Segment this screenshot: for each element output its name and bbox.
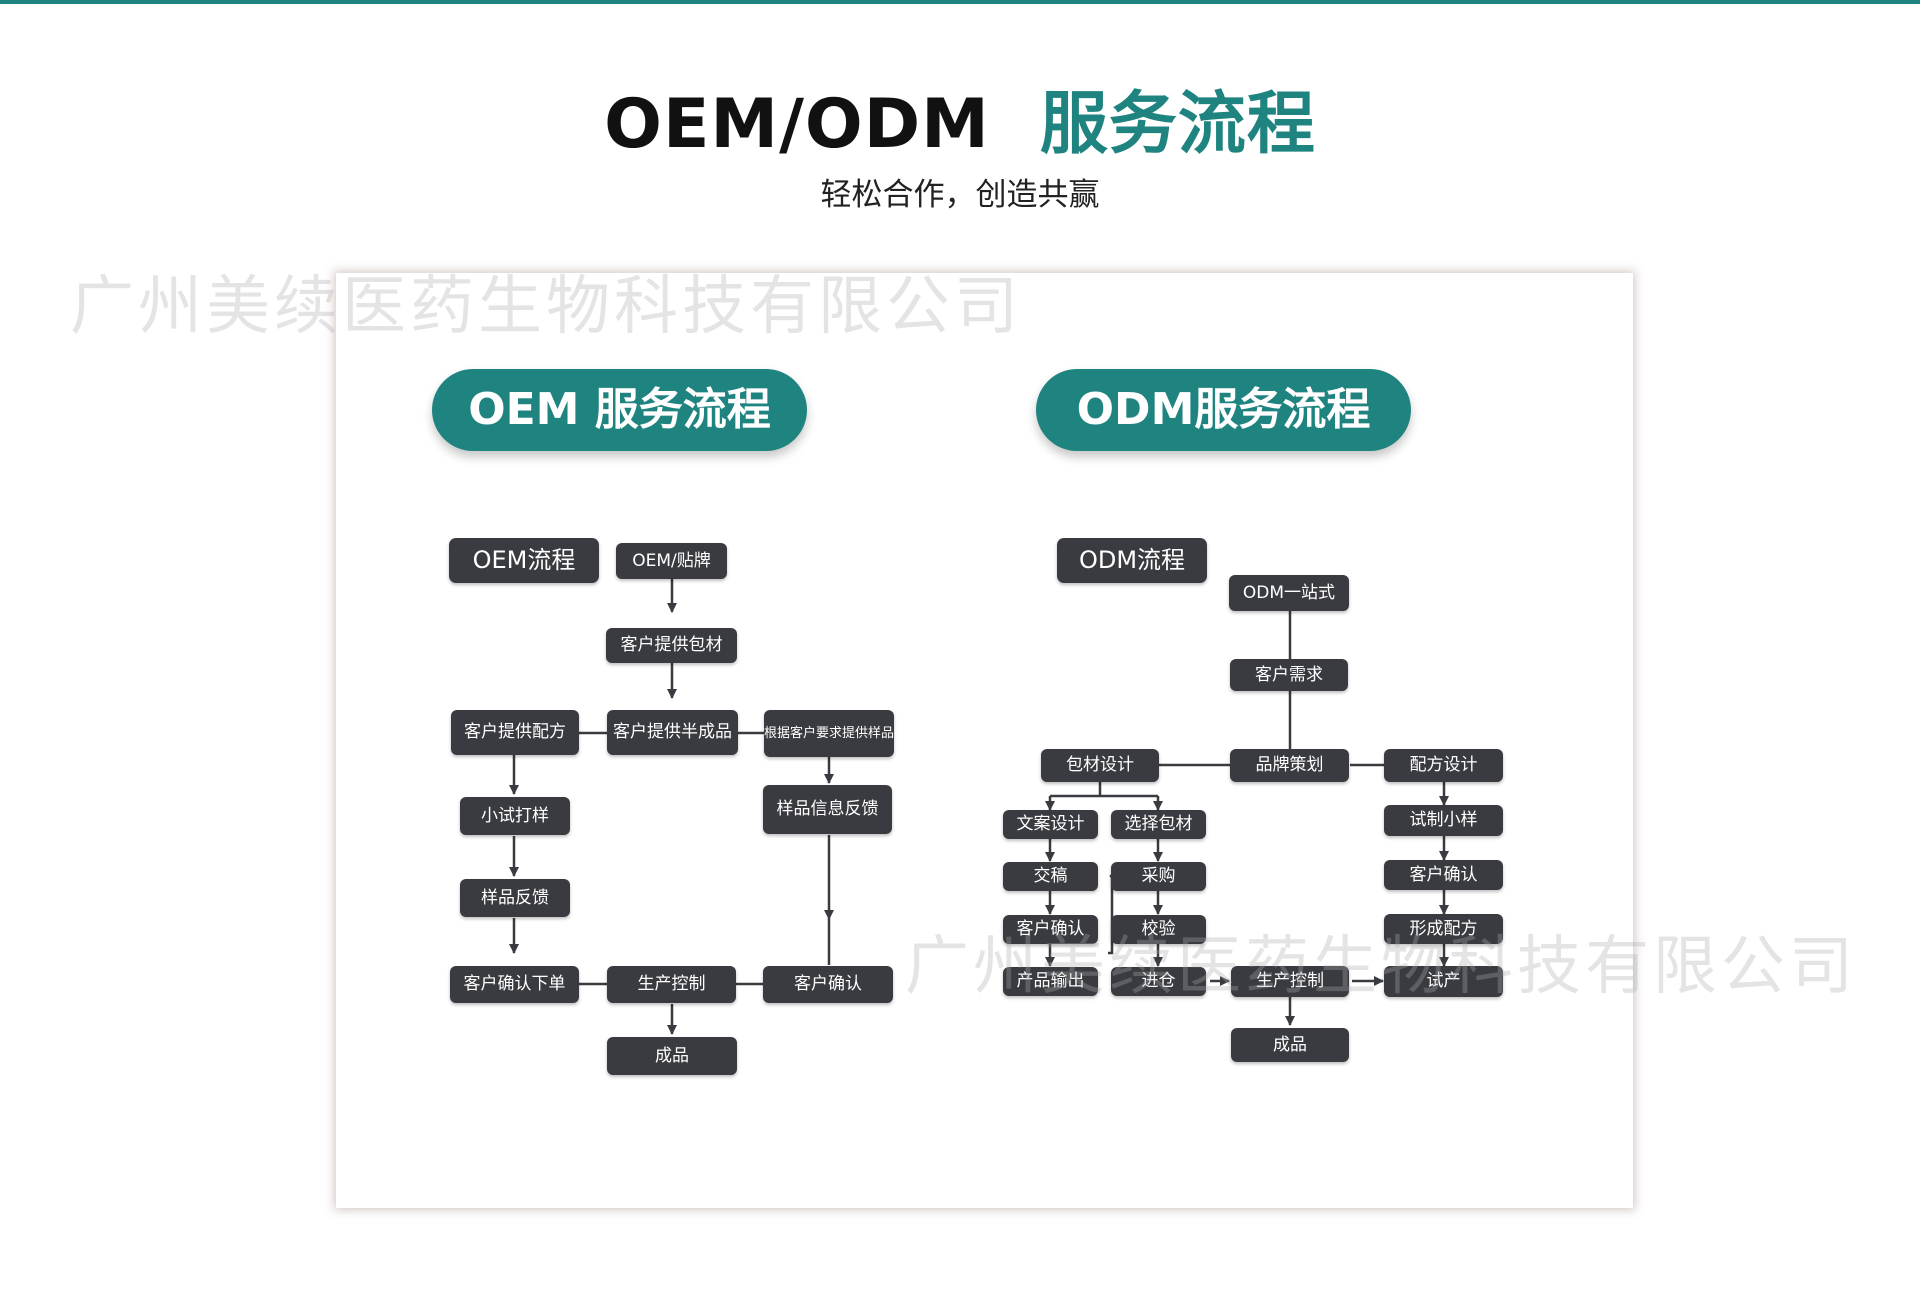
page-subtitle: 轻松合作，创造共赢 bbox=[820, 177, 1100, 213]
oem-node-sample-info-feedback: 样品信息反馈 bbox=[763, 785, 892, 834]
odm-node-production: 生产控制 bbox=[1231, 966, 1349, 997]
page-title: OEM/ODM 服务流程 bbox=[0, 80, 1920, 170]
oem-node-production: 生产控制 bbox=[607, 966, 736, 1003]
odm-flow-label: ODM流程 bbox=[1057, 538, 1207, 583]
odm-node-brand: 品牌策划 bbox=[1230, 749, 1349, 782]
odm-node-form-formula: 形成配方 bbox=[1384, 914, 1503, 944]
oem-flow-label: OEM流程 bbox=[449, 538, 599, 583]
odm-node-product: 成品 bbox=[1231, 1028, 1349, 1062]
odm-node-copy: 文案设计 bbox=[1003, 810, 1098, 839]
odm-node-trial-sample: 试制小样 bbox=[1384, 805, 1503, 836]
title-cn: 服务流程 bbox=[1039, 85, 1316, 164]
oem-node-order: 客户确认下单 bbox=[450, 966, 579, 1003]
odm-node-output: 产品输出 bbox=[1003, 967, 1098, 996]
odm-node-purchase: 采购 bbox=[1111, 862, 1206, 891]
odm-node-select-pack: 选择包材 bbox=[1111, 810, 1206, 839]
oem-node-semi: 客户提供半成品 bbox=[607, 710, 738, 755]
connector-lines bbox=[509, 579, 1449, 1035]
odm-node-draft: 交稿 bbox=[1003, 862, 1098, 891]
oem-node-start: OEM/贴牌 bbox=[616, 543, 727, 579]
odm-node-start: ODM一站式 bbox=[1229, 575, 1349, 611]
odm-heading: ODM服务流程 bbox=[1036, 369, 1411, 451]
odm-node-inspect: 校验 bbox=[1111, 915, 1206, 944]
odm-node-demand: 客户需求 bbox=[1230, 659, 1348, 691]
title-en: OEM/ODM bbox=[604, 85, 990, 164]
oem-node-sample-feedback: 样品反馈 bbox=[460, 879, 570, 917]
oem-node-req-sample: 根据客户要求提供样品 bbox=[764, 710, 894, 757]
flow-panel: OEM 服务流程 ODM服务流程 bbox=[336, 273, 1633, 1208]
oem-node-formula: 客户提供配方 bbox=[451, 710, 579, 755]
oem-node-packaging: 客户提供包材 bbox=[606, 628, 737, 663]
oem-node-trial: 小试打样 bbox=[460, 797, 570, 835]
odm-node-storage: 进仓 bbox=[1111, 967, 1206, 996]
top-accent-bar bbox=[0, 0, 1920, 4]
odm-node-confirm-2: 客户确认 bbox=[1384, 860, 1503, 890]
oem-node-product: 成品 bbox=[607, 1037, 737, 1075]
odm-node-pack-design: 包材设计 bbox=[1041, 749, 1159, 782]
odm-node-formula-design: 配方设计 bbox=[1384, 749, 1503, 782]
odm-node-confirm-1: 客户确认 bbox=[1003, 915, 1098, 944]
oem-node-confirm: 客户确认 bbox=[763, 966, 893, 1003]
oem-heading: OEM 服务流程 bbox=[432, 369, 807, 451]
odm-node-trial-production: 试产 bbox=[1384, 966, 1503, 997]
